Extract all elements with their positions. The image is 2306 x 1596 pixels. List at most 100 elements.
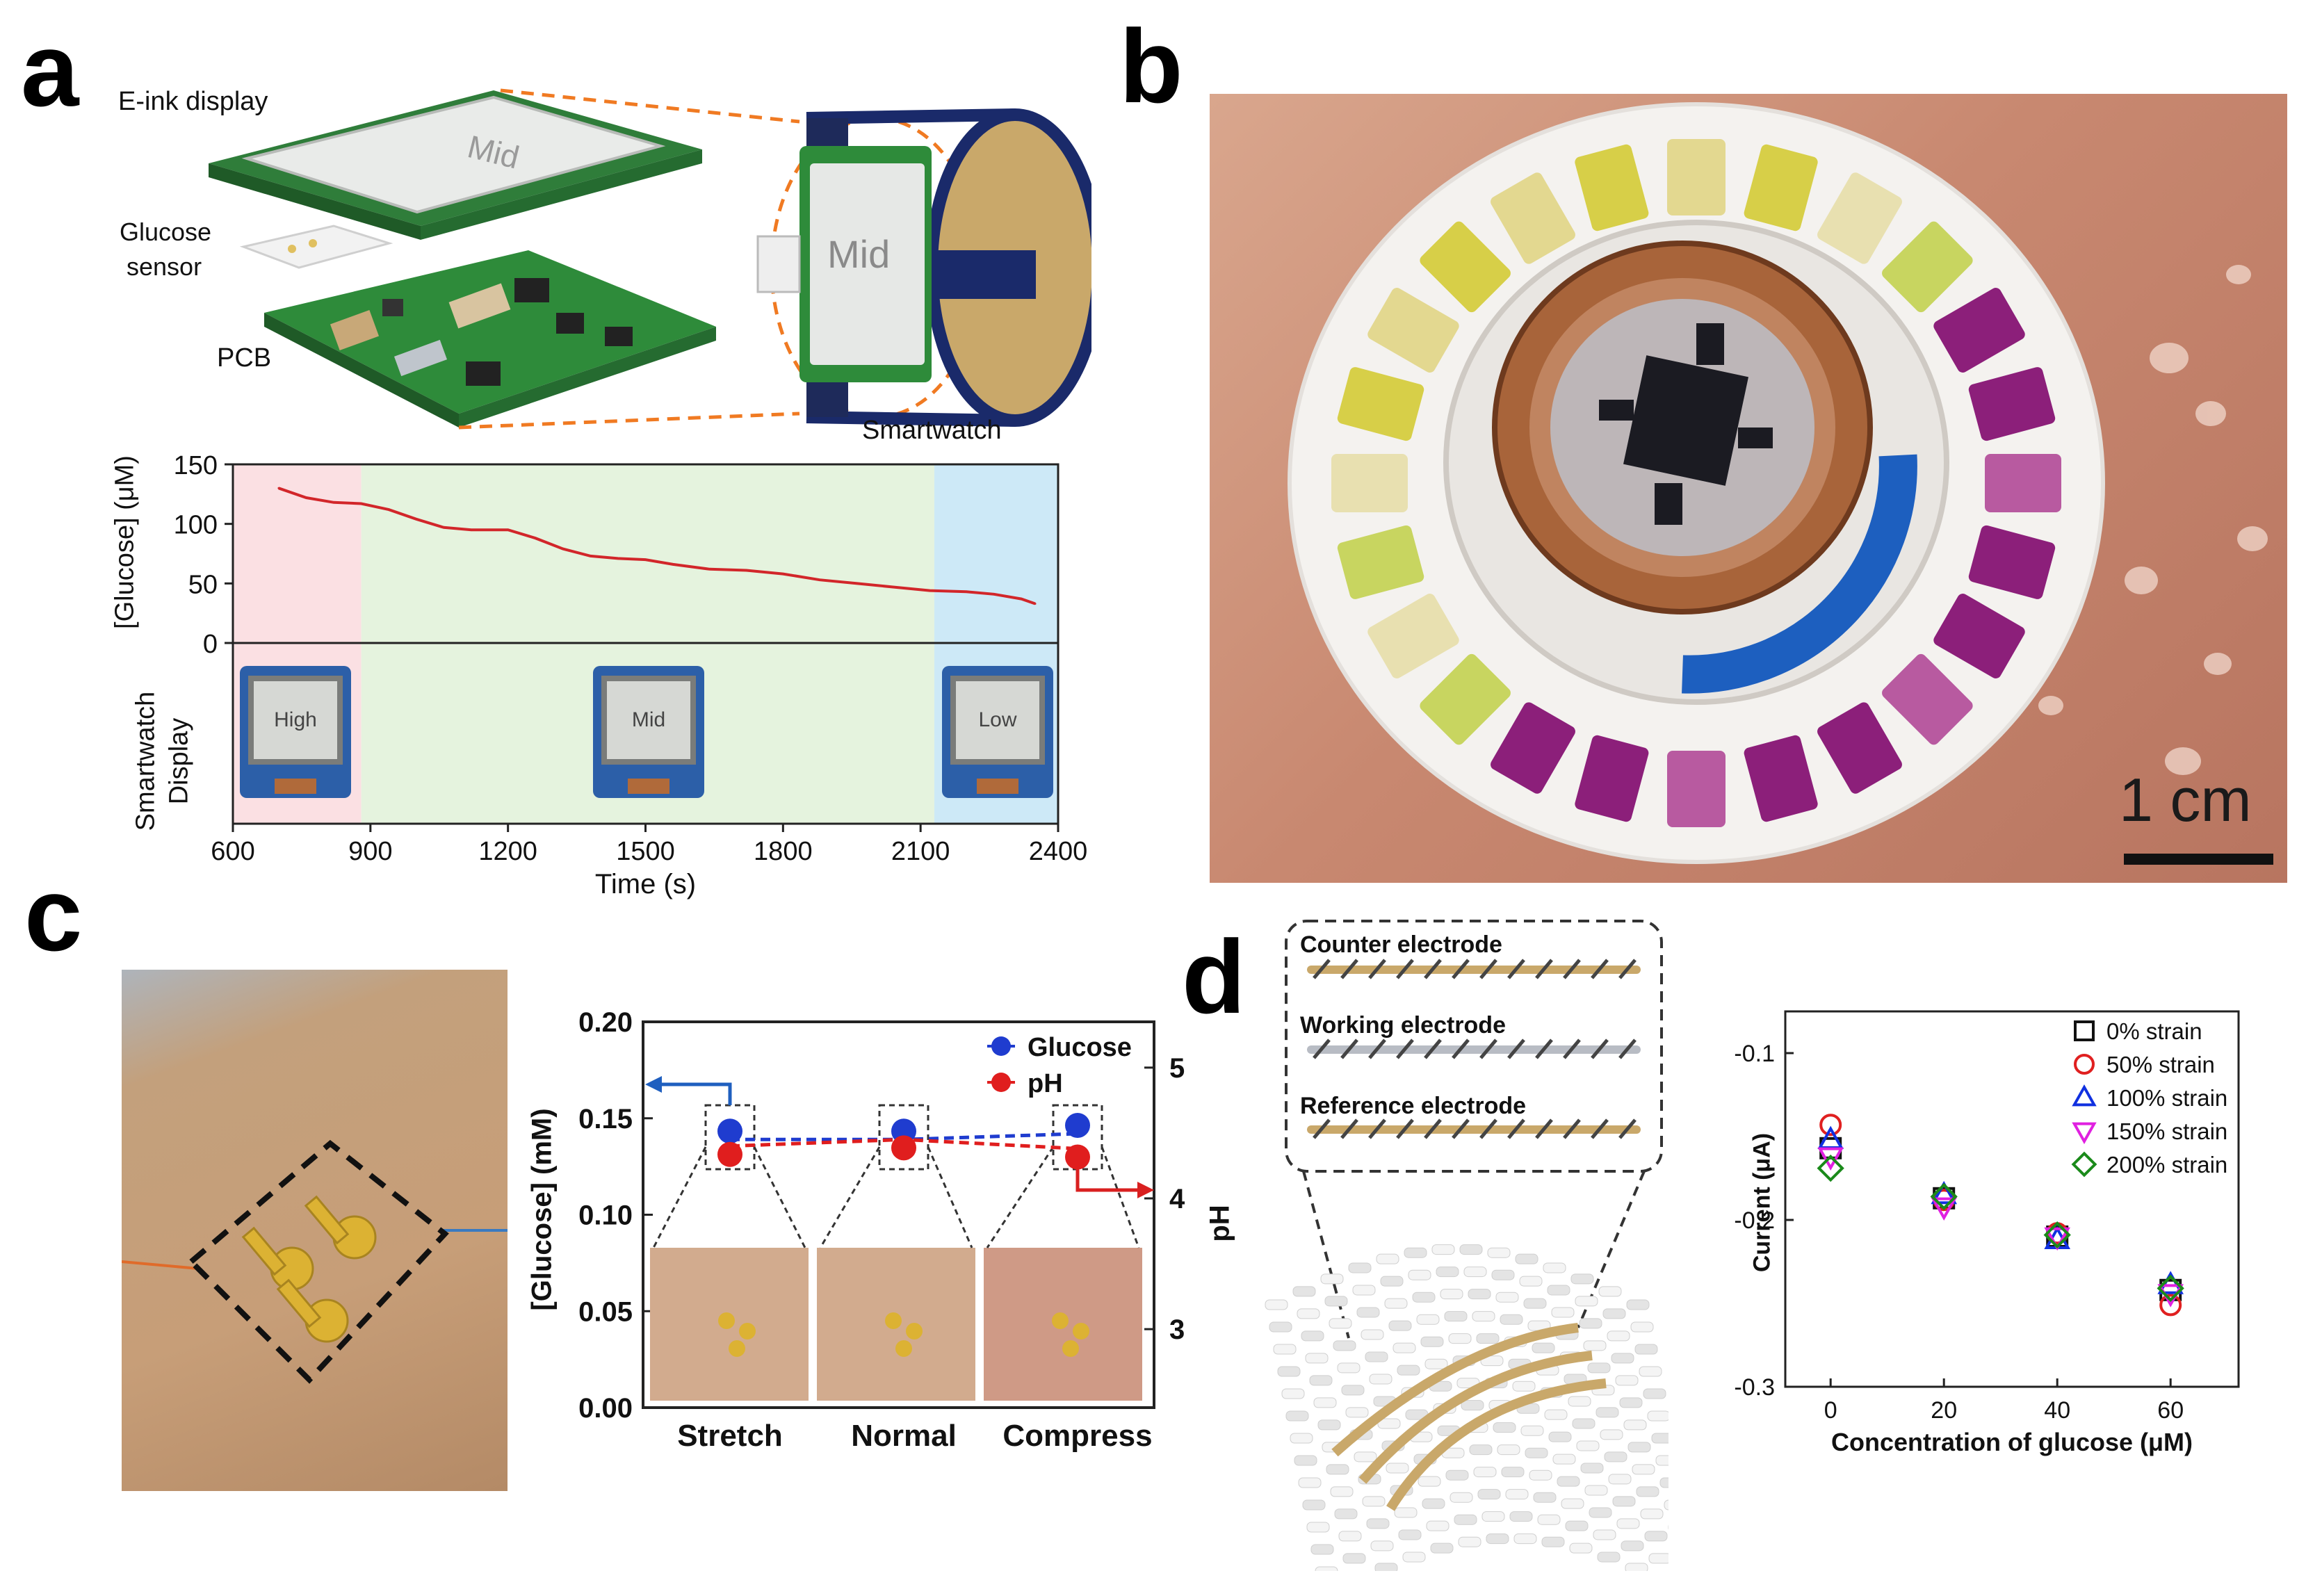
x-tick-label: 600: [211, 837, 254, 866]
fabric-weave: [1301, 1330, 1324, 1342]
electrode-winding: [1368, 1118, 1386, 1139]
fabric-weave: [1575, 1296, 1598, 1307]
fabric-weave: [1640, 1508, 1664, 1520]
glucose-axis-arrow: [657, 1082, 732, 1105]
glucose-point: [305, 496, 308, 499]
glucose-point: [589, 555, 592, 557]
glucose-point: [892, 585, 895, 588]
fabric-weave: [1392, 1342, 1416, 1353]
y-tick-label: 0: [203, 630, 218, 659]
fabric-weave: [1616, 1518, 1640, 1529]
colorimetric-well: [1575, 144, 1649, 231]
inset-electrode: [718, 1312, 735, 1329]
smartwatch-display-3: Low: [942, 666, 1053, 798]
fabric-weave: [1593, 1529, 1616, 1540]
colorimetric-well: [1337, 525, 1424, 599]
fabric-weave: [1595, 1407, 1619, 1418]
fabric-weave: [1285, 1410, 1309, 1422]
ph-arrowhead: [1137, 1182, 1154, 1198]
electrode-winding: [1479, 1039, 1497, 1059]
glucose-point: [277, 487, 280, 489]
fabric-weave: [1348, 1262, 1372, 1273]
fabric-weave: [1619, 1397, 1643, 1408]
colorimetric-well: [1491, 702, 1575, 794]
fabric-weave: [1513, 1533, 1537, 1545]
glucose-point: [415, 518, 418, 521]
colorimetric-well: [1420, 653, 1511, 745]
legend-ph-label: pH: [1028, 1069, 1063, 1098]
fabric-weave: [1587, 1362, 1611, 1374]
fabric-weave: [1561, 1498, 1584, 1509]
x-axis-label: Concentration of glucose (μM): [1831, 1428, 2193, 1456]
inset-electrode: [1062, 1340, 1079, 1357]
arm-sensor-svg: [122, 1139, 508, 1384]
inset-electrode: [906, 1323, 923, 1340]
inset-electrode: [895, 1340, 912, 1357]
electrode-winding: [1313, 1039, 1331, 1059]
y-tick-label: -0.3: [1734, 1374, 1775, 1401]
embedded-electrode: [1331, 1323, 1579, 1457]
y-tick-label: -0.2: [1734, 1207, 1775, 1234]
glucose-point: [928, 589, 931, 592]
fabric-weave: [1505, 1489, 1529, 1500]
inset-connector: [986, 1146, 1055, 1248]
category-label: Compress: [1002, 1419, 1152, 1453]
electrode-winding: [1618, 1039, 1637, 1059]
colorimetric-well: [1420, 221, 1511, 313]
fabric-weave: [1519, 1276, 1543, 1287]
fabric-weave: [1626, 1299, 1650, 1310]
glucose-point: [708, 568, 711, 571]
electrode-winding: [1591, 1039, 1609, 1059]
glucose-point: [387, 508, 390, 511]
embedded-electrode: [1358, 1351, 1593, 1484]
ph-axis-arrow: [1075, 1169, 1140, 1192]
fabric-weave: [1572, 1418, 1595, 1429]
glucose-point: [332, 501, 335, 504]
electrode-threads: [1307, 959, 1641, 1139]
device-exploded-svg: Mid M: [209, 88, 1105, 430]
fabric-weave: [1500, 1314, 1523, 1325]
colorimetric-well: [1744, 144, 1818, 231]
fabric-weave: [1448, 1333, 1472, 1344]
fabric-weave: [1627, 1442, 1651, 1453]
y-tick-label: 100: [174, 511, 218, 540]
fabric-weave: [1472, 1311, 1495, 1322]
textile-electrode-svg: [1265, 920, 1704, 1596]
colorimetric-well: [1331, 454, 1408, 512]
pcb-drawing: [264, 250, 716, 427]
fabric-weave: [1544, 1409, 1568, 1420]
sensor-electrodes: [241, 1195, 377, 1343]
fabric-weave: [1493, 1422, 1516, 1433]
electrode-winding: [1591, 959, 1609, 979]
fabric-weave: [1265, 1299, 1288, 1310]
fabric-weave: [1377, 1418, 1401, 1429]
data-point-circle: [2159, 1294, 2182, 1317]
glucose-point: [360, 503, 363, 505]
y-tick-label: 0.00: [578, 1393, 633, 1424]
fabric-weave: [1532, 1342, 1555, 1353]
data-point-diamond: [1930, 1182, 1958, 1211]
fabric-weave: [1611, 1353, 1634, 1364]
colorimetric-wells: [1331, 139, 2061, 827]
legend-marker-square: [2074, 1020, 2095, 1041]
fabric-weave: [1515, 1253, 1538, 1264]
ph-point: [891, 1135, 916, 1161]
smartwatch-drawing: Mid: [756, 108, 1105, 427]
fabric-weave: [1523, 1298, 1547, 1309]
electrode-label-working: Working electrode: [1300, 1012, 1506, 1039]
smartwatch-screen-text: Mid: [827, 232, 890, 276]
fabric-weave: [1330, 1486, 1354, 1497]
y-tick-label: 150: [174, 451, 218, 480]
glucose-point: [745, 569, 748, 571]
colorimetric-well: [1968, 367, 2056, 441]
glucose-point: [993, 593, 996, 596]
fabric-weave: [1354, 1451, 1377, 1463]
electrode-winding: [1479, 959, 1497, 979]
fabric-weave: [1568, 1396, 1591, 1407]
panel-label-c: c: [24, 856, 83, 972]
fabric-weave: [1551, 1307, 1575, 1318]
smartwatch-display-1: High: [240, 666, 351, 798]
display-connector: [628, 779, 669, 794]
